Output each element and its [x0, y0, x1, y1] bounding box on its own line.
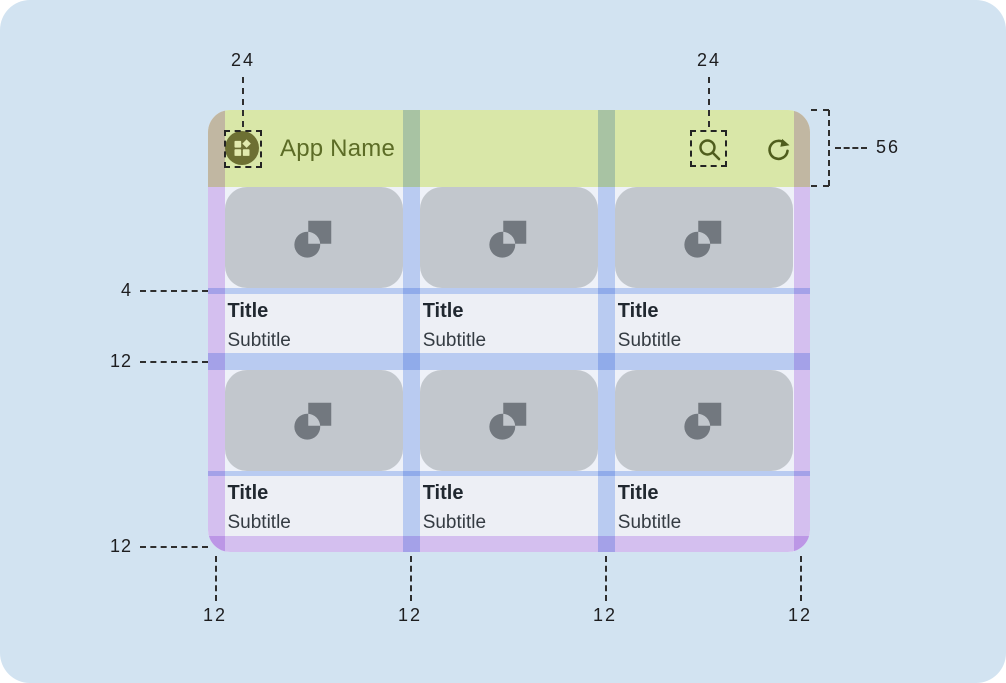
- dim-label-nav-icon-24: 24: [230, 50, 256, 70]
- refresh-icon: [765, 136, 792, 163]
- margin-bottom-overlay: [208, 535, 810, 552]
- dim-line-bottom-margin: [140, 546, 208, 548]
- card-subtitle: Subtitle: [617, 512, 682, 533]
- card-image: [614, 369, 794, 471]
- card[interactable]: Title Subtitle: [614, 187, 794, 353]
- app-bar-title: App Name: [280, 134, 395, 162]
- image-placeholder-icon: [681, 397, 727, 443]
- card-image: [419, 369, 599, 471]
- card-text-block: Title Subtitle: [419, 293, 599, 353]
- dim-label-appbar-56: 56: [875, 137, 901, 157]
- dim-line-left-margin: [215, 556, 217, 601]
- card-image: [419, 187, 599, 288]
- image-placeholder-icon: [486, 215, 532, 261]
- icon-bounds-box-search: [690, 130, 727, 167]
- dim-line-appbar-height: [828, 110, 830, 186]
- card[interactable]: Title Subtitle: [419, 187, 599, 353]
- dim-label-bottom-margin-12: 12: [109, 536, 132, 556]
- card-title: Title: [227, 482, 269, 504]
- image-placeholder-icon: [486, 397, 532, 443]
- dim-line-action-icon: [708, 77, 710, 127]
- card-subtitle: Subtitle: [422, 512, 487, 533]
- dim-label-gutter-2-12: 12: [592, 605, 618, 625]
- card-title: Title: [227, 299, 269, 322]
- card-image: [224, 369, 404, 471]
- card-subtitle: Subtitle: [422, 329, 487, 351]
- dim-line-nav-icon: [242, 77, 244, 127]
- image-placeholder-icon: [291, 215, 337, 261]
- card[interactable]: Title Subtitle: [224, 187, 404, 353]
- card-image: [614, 187, 794, 288]
- card[interactable]: Title Subtitle: [224, 369, 404, 536]
- app-mockup: App Name: [208, 110, 810, 552]
- image-placeholder-icon: [681, 215, 727, 261]
- card-title: Title: [617, 299, 659, 322]
- card-text-block: Title Subtitle: [224, 476, 404, 536]
- card-image: [224, 187, 404, 288]
- card[interactable]: Title Subtitle: [614, 369, 794, 536]
- card-text-block: Title Subtitle: [614, 293, 794, 353]
- dashboard-icon: [232, 138, 252, 158]
- card-subtitle: Subtitle: [227, 329, 291, 351]
- dim-tick-appbar-bottom: [811, 185, 829, 187]
- card[interactable]: Title Subtitle: [419, 369, 599, 536]
- card-title: Title: [422, 482, 464, 504]
- card-subtitle: Subtitle: [617, 329, 682, 351]
- dim-line-gutter-1: [410, 556, 412, 601]
- card-title: Title: [617, 482, 659, 504]
- app-logo-button[interactable]: [225, 131, 259, 165]
- dim-line-gap-4: [140, 290, 208, 292]
- image-placeholder-icon: [291, 397, 337, 443]
- dim-line-right-margin: [800, 556, 802, 601]
- dim-label-right-margin-12: 12: [787, 605, 813, 625]
- card-text-block: Title Subtitle: [419, 476, 599, 536]
- icon-bounds-box-nav: [224, 130, 262, 168]
- row-gap-strip: [208, 353, 810, 370]
- dim-line-gutter-2: [605, 556, 607, 601]
- dim-label-left-margin-12: 12: [202, 605, 228, 625]
- dim-label-action-icon-24: 24: [696, 50, 722, 70]
- dim-label-gap-4: 4: [120, 280, 132, 300]
- dim-connector-appbar: [835, 147, 867, 149]
- card-text-block: Title Subtitle: [224, 293, 404, 353]
- card-subtitle: Subtitle: [227, 512, 291, 533]
- refresh-button[interactable]: [764, 135, 792, 163]
- card-text-block: Title Subtitle: [614, 476, 794, 536]
- dim-line-row-gap: [140, 361, 208, 363]
- dim-tick-appbar-top: [811, 109, 829, 111]
- dim-label-gutter-1-12: 12: [397, 605, 423, 625]
- search-icon: [696, 136, 723, 163]
- dim-label-row-gap-12: 12: [109, 351, 132, 371]
- card-title: Title: [422, 299, 464, 322]
- search-button[interactable]: [695, 135, 723, 163]
